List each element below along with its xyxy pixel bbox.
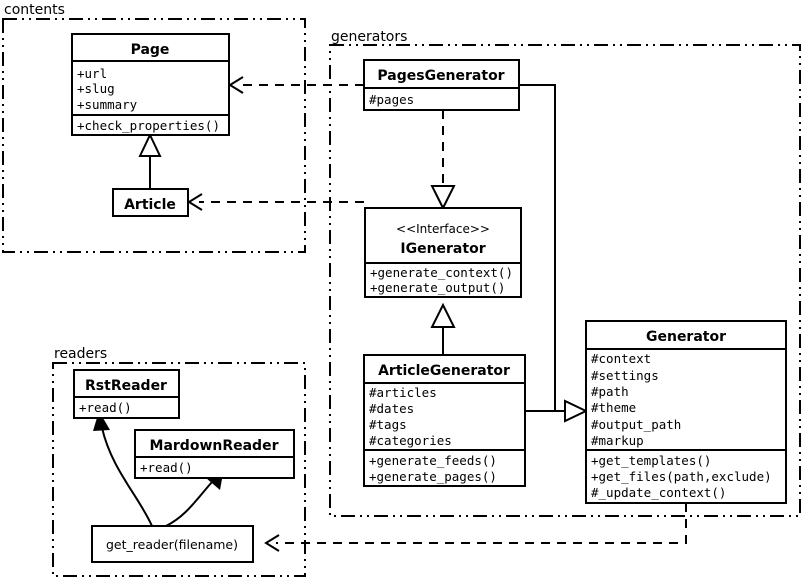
class-get-reader-title: get_reader(filename) xyxy=(106,537,238,552)
relation-get-reader-creates-rstreader xyxy=(93,411,153,527)
package-readers-border xyxy=(52,362,306,577)
class-get-reader[interactable]: get_reader(filename) xyxy=(91,525,254,563)
class-pages-generator[interactable]: PagesGenerator #pages xyxy=(363,59,520,111)
class-article-generator-attribute: #articles xyxy=(369,385,437,400)
class-generator-attribute: #context xyxy=(591,351,651,366)
class-pages-generator-box xyxy=(363,59,520,111)
class-mardown-reader-box xyxy=(134,429,295,479)
class-generator[interactable]: Generator #context #settings #path #them… xyxy=(585,320,787,504)
class-generator-attribute: #path xyxy=(591,384,629,399)
class-igenerator[interactable]: <<Interface>> IGenerator +generate_conte… xyxy=(364,207,522,298)
class-igenerator-box xyxy=(364,207,522,298)
class-page-attribute: +url xyxy=(77,66,107,81)
package-contents: contents xyxy=(2,2,306,253)
class-generator-attribute: #theme xyxy=(591,400,636,415)
class-article-generator[interactable]: ArticleGenerator #articles #dates #tags … xyxy=(363,354,526,487)
class-article-generator-title: ArticleGenerator xyxy=(378,363,510,379)
class-page-method: +check_properties() xyxy=(77,118,220,133)
class-article-title: Article xyxy=(124,197,176,213)
relation-generators-extend-generator xyxy=(519,84,589,423)
class-article[interactable]: Article xyxy=(112,188,189,217)
package-readers-label: readers xyxy=(54,346,107,362)
class-get-reader-box xyxy=(91,525,254,563)
class-article-generator-attribute: #categories xyxy=(369,433,452,448)
class-generator-method: +get_files(path,exclude) xyxy=(591,469,772,484)
class-page-attribute: +slug xyxy=(77,81,115,96)
package-contents-label: contents xyxy=(4,2,65,18)
class-mardown-reader-title: MardownReader xyxy=(150,438,279,454)
relation-generator-uses-get-reader xyxy=(264,503,687,552)
relation-pagesgenerator-realizes-igenerator xyxy=(430,110,456,211)
class-rst-reader[interactable]: RstReader +read() xyxy=(73,369,180,419)
package-contents-border xyxy=(2,18,306,253)
class-igenerator-method: +generate_output() xyxy=(370,280,505,295)
class-generator-box xyxy=(585,320,787,504)
class-article-generator-box xyxy=(363,354,526,487)
class-article-generator-method: +generate_feeds() xyxy=(369,453,497,468)
package-readers: readers xyxy=(52,346,306,577)
relation-articlegenerator-extends-igenerator xyxy=(430,302,456,355)
class-page-box xyxy=(71,33,230,136)
class-rst-reader-title: RstReader xyxy=(85,378,167,394)
class-igenerator-title: IGenerator xyxy=(400,241,485,257)
package-generators: generators xyxy=(329,29,801,517)
class-page-attribute: +summary xyxy=(77,97,138,112)
class-rst-reader-method: +read() xyxy=(79,400,132,415)
class-mardown-reader-method: +read() xyxy=(140,460,193,475)
class-igenerator-method: +generate_context() xyxy=(370,265,513,280)
package-generators-label: generators xyxy=(331,29,407,45)
class-generator-attribute: #output_path xyxy=(591,417,681,432)
class-generator-method: +get_templates() xyxy=(591,453,711,468)
class-article-generator-method: +generate_pages() xyxy=(369,469,497,484)
relation-articlegenerator-uses-article xyxy=(187,193,364,211)
class-generator-attribute: #settings xyxy=(591,368,659,383)
class-generator-title: Generator xyxy=(646,329,726,345)
class-page-title: Page xyxy=(131,42,170,58)
class-mardown-reader[interactable]: MardownReader +read() xyxy=(134,429,295,479)
class-page[interactable]: Page +url +slug +summary +check_properti… xyxy=(71,33,230,136)
class-pages-generator-title: PagesGenerator xyxy=(377,68,504,84)
relation-article-extends-page xyxy=(138,132,162,189)
class-article-generator-attribute: #dates xyxy=(369,401,414,416)
class-rst-reader-box xyxy=(73,369,180,419)
class-article-box xyxy=(112,188,189,217)
class-igenerator-stereotype: <<Interface>> xyxy=(396,222,490,236)
class-generator-method: #_update_context() xyxy=(591,485,726,500)
class-pages-generator-attribute: #pages xyxy=(369,92,414,107)
relation-pagesgenerator-uses-page xyxy=(228,76,364,94)
class-article-generator-attribute: #tags xyxy=(369,417,407,432)
class-generator-attribute: #markup xyxy=(591,433,644,448)
